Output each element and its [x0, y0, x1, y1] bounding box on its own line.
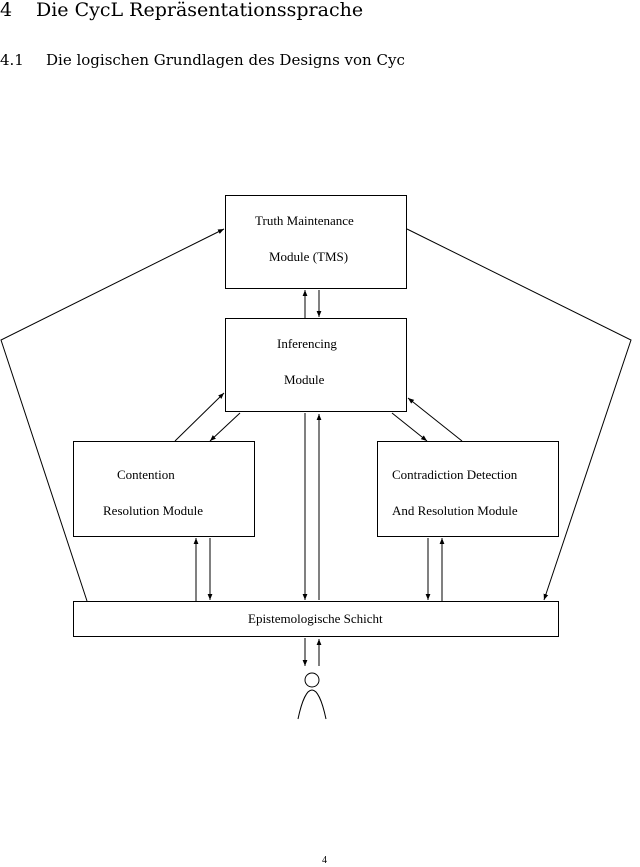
- user-icon: [297, 672, 327, 720]
- arrow-tms-to-epistemological-right: [406, 228, 632, 601]
- arrow-contradiction-to-inferencing: [407, 397, 463, 442]
- contradiction-box: Contradiction Detection And Resolution M…: [377, 441, 559, 537]
- arrow-epistemological-to-tms-left: [0, 228, 225, 602]
- tms-line1: Truth Maintenance: [255, 213, 354, 228]
- contradiction-line2: And Resolution Module: [392, 503, 518, 518]
- contention-box: Contention Resolution Module: [73, 441, 255, 537]
- tms-box: Truth Maintenance Module (TMS): [225, 195, 407, 289]
- tms-line2: Module (TMS): [269, 249, 349, 264]
- subsection-number: 4.1: [0, 51, 24, 69]
- subsection-title: Die logischen Grundlagen des Designs von…: [46, 51, 405, 69]
- epistemological-layer-box: Epistemologische Schicht: [73, 601, 559, 637]
- inferencing-box: Inferencing Module: [225, 318, 407, 412]
- contention-line2: Resolution Module: [103, 503, 204, 518]
- section-title: Die CycL Repräsentationssprache: [36, 0, 364, 21]
- section-number: 4: [0, 0, 13, 21]
- epistemological-label: Epistemologische Schicht: [248, 611, 383, 626]
- inferencing-line1: Inferencing: [277, 336, 337, 351]
- arrow-contention-to-inferencing: [174, 392, 225, 442]
- page-number: 4: [322, 855, 327, 866]
- subsection-heading: 4.1 Die logischen Grundlagen des Designs …: [0, 51, 405, 69]
- section-heading: 4 Die CycL Repräsentationssprache: [0, 0, 363, 21]
- contention-line1: Contention: [117, 467, 175, 482]
- inferencing-line2: Module: [284, 372, 325, 387]
- arrow-inferencing-to-contention: [209, 412, 241, 442]
- contradiction-line1: Contradiction Detection: [392, 467, 518, 482]
- arrow-inferencing-to-contradiction: [391, 412, 428, 442]
